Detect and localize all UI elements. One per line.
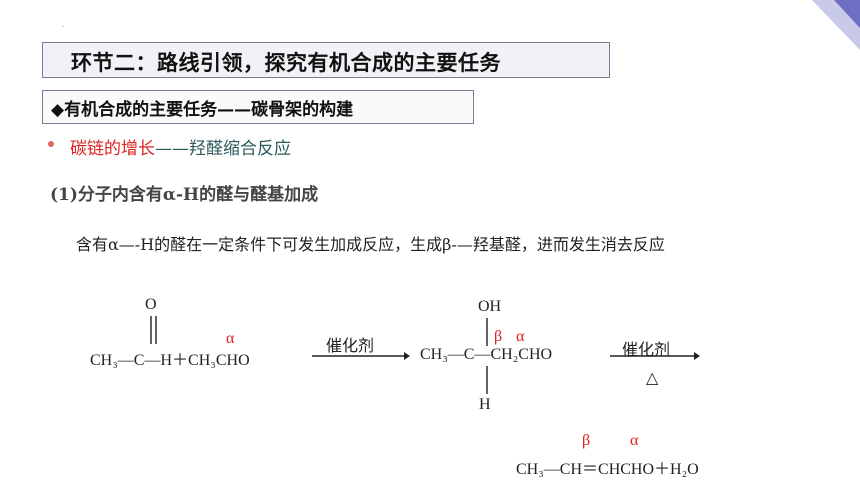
catalyst-label-2: 催化剂	[622, 340, 671, 359]
subtitle-box: ◆有机合成的主要任务——碳骨架的构建	[42, 90, 474, 124]
subtitle: ◆有机合成的主要任务——碳骨架的构建	[51, 100, 354, 120]
double-bond-icon	[150, 316, 157, 344]
alpha-label-3: α	[630, 432, 639, 449]
alpha-label-2: α	[516, 328, 525, 345]
catalyst-label-1: 催化剂	[326, 336, 375, 355]
bullet-teal-text: ——羟醛缩合反应	[155, 139, 291, 159]
final-product-formula: CH₃—CH＝CHCHO＋H₂O	[516, 461, 699, 478]
alpha-label: α	[226, 330, 235, 347]
beta-label: β	[494, 328, 503, 345]
reaction-arrow-2	[610, 352, 700, 360]
title-box: 环节二：路线引领，探究有机合成的主要任务	[42, 42, 610, 78]
page-title: 环节二：路线引领，探究有机合成的主要任务	[71, 51, 501, 75]
carbonyl-oxygen: O	[145, 296, 157, 313]
hydrogen-label: H	[479, 396, 491, 413]
bond-up-icon	[486, 318, 488, 346]
beta-label-2: β	[582, 432, 591, 449]
aldol-product-formula: CH₃—C—CH₂CHO	[420, 346, 553, 363]
section-heading: (1)分子内含有α-H的醛与醛基加成	[50, 185, 319, 205]
decorative-dot: .	[62, 22, 64, 29]
body-paragraph: 含有α—-H的醛在一定条件下可发生加成反应，生成β-—羟基醛，进而发生消去反应	[76, 235, 665, 254]
corner-decoration-top-right	[812, 0, 860, 50]
heat-symbol: △	[646, 368, 659, 387]
reaction-arrow-1	[312, 352, 410, 360]
bullet-icon	[48, 141, 54, 147]
hydroxyl-label: OH	[478, 298, 502, 315]
bond-down-icon	[486, 366, 488, 394]
reactant-formula: CH₃—C—H＋CH₃CHO	[90, 352, 250, 369]
bullet-red-text: 碳链的增长	[70, 139, 155, 159]
bullet-line: 碳链的增长——羟醛缩合反应	[70, 134, 291, 159]
